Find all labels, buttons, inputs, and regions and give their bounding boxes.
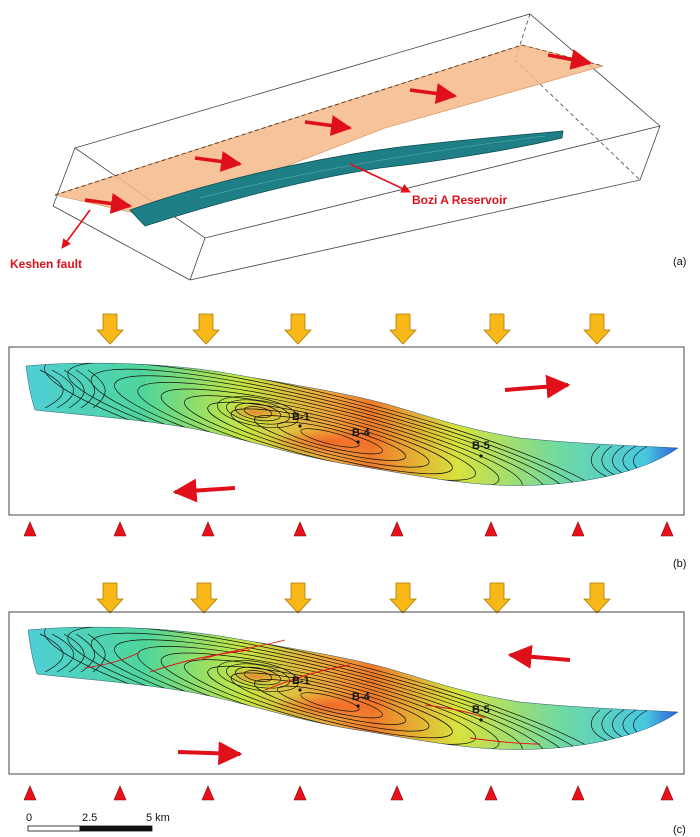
contour-line — [590, 709, 611, 743]
compression-arrow — [583, 582, 611, 614]
panel-b-structure-map: B-1 B-4 B-5 (b) — [8, 313, 686, 570]
contour-line — [87, 633, 106, 673]
panel-b-label: (b) — [673, 558, 686, 570]
contour-line — [277, 685, 383, 719]
contour-line — [184, 395, 476, 481]
panel-b-slip-arrows — [172, 374, 571, 503]
basal-triangle — [484, 785, 498, 801]
basal-triangle — [23, 521, 37, 537]
compression-arrow — [389, 313, 417, 345]
compression-arrow — [284, 313, 312, 345]
contour-line — [226, 399, 290, 425]
contour-line — [39, 369, 64, 409]
panel-c-label: (c) — [673, 824, 686, 836]
contour-line — [243, 670, 273, 682]
panel-b-basal-triangles — [23, 521, 674, 537]
panel-b-compression-arrows — [96, 313, 611, 345]
compression-arrow — [96, 313, 124, 345]
contour-line — [234, 402, 282, 422]
contour-line — [63, 633, 85, 673]
contour-line — [207, 665, 453, 739]
compression-arrow — [96, 582, 124, 614]
contour-line — [590, 445, 611, 479]
panel-b-well-b1-label: B-1 — [292, 411, 310, 423]
panel-c-well-b5-label: B-5 — [472, 704, 490, 716]
scale-tick-0: 0 — [26, 812, 32, 824]
compression-arrow — [483, 582, 511, 614]
panel-c-structure-map: B-1 B-4 B-5 (c) — [8, 582, 686, 836]
compression-arrow — [389, 582, 417, 614]
contour-line — [217, 660, 299, 692]
basal-triangle — [660, 521, 674, 537]
panel-b-reservoir-map — [25, 362, 679, 486]
contour-line — [51, 633, 74, 673]
panel-c-frame — [8, 611, 685, 775]
contour-line — [207, 401, 453, 475]
contour-line — [75, 633, 95, 673]
fault-slip-arrows — [84, 49, 593, 214]
contour-line — [300, 428, 360, 448]
block-wireframe — [52, 13, 661, 281]
basal-triangle — [484, 521, 498, 537]
bozi-a-reservoir-label: Bozi A Reservoir — [412, 193, 507, 207]
panel-c-well-b1-label: B-1 — [292, 675, 310, 687]
scale-bar: 0 2.5 5 km — [26, 812, 170, 832]
basal-triangle — [23, 785, 37, 801]
contour-line — [300, 692, 360, 712]
contour-line — [217, 396, 299, 428]
basal-triangle — [113, 785, 127, 801]
basal-triangle — [390, 521, 404, 537]
reservoir-callout-arrow — [349, 163, 411, 193]
panel-b-well-b5-label: B-5 — [472, 440, 490, 452]
basal-triangle — [571, 521, 585, 537]
contour-line — [277, 421, 383, 455]
keshen-fault-callout-arrow — [61, 209, 91, 249]
fault-upper-dashed-edge — [54, 44, 523, 196]
keshen-fault-label: Keshen fault — [10, 257, 82, 271]
basal-triangle — [201, 521, 215, 537]
compression-arrow — [284, 582, 312, 614]
panel-a-label: (a) — [673, 256, 686, 268]
contour-line — [234, 666, 282, 686]
bozi-a-reservoir-body — [129, 130, 564, 227]
panel-c-fault-traces — [84, 639, 541, 745]
contour-line — [87, 369, 106, 409]
basal-triangle — [293, 785, 307, 801]
scale-tick-5km: 5 km — [146, 812, 170, 824]
panel-b-wells: B-1 B-4 B-5 — [292, 411, 490, 458]
compression-arrow — [190, 582, 218, 614]
basal-triangle — [201, 785, 215, 801]
basal-triangle — [293, 521, 307, 537]
contour-line — [243, 406, 273, 418]
basal-triangle — [390, 785, 404, 801]
contour-line — [226, 663, 290, 689]
panel-a-block-diagram: Keshen fault Bozi A Reservoir (a) — [10, 13, 686, 281]
panel-c-well-b4-label: B-4 — [352, 691, 371, 703]
panel-c-slip-arrows — [177, 644, 571, 766]
keshen-fault-plane — [53, 44, 605, 221]
basal-triangle — [113, 521, 127, 537]
compression-arrow — [583, 313, 611, 345]
panel-c-wells: B-1 B-4 B-5 — [292, 675, 490, 722]
basal-triangle — [571, 785, 585, 801]
contour-line — [39, 633, 64, 673]
panel-b-well-b4-label: B-4 — [352, 427, 371, 439]
contour-line — [75, 369, 95, 409]
panel-b-frame — [8, 346, 685, 516]
compression-arrow — [192, 313, 220, 345]
contour-line — [63, 369, 85, 409]
basal-triangle — [660, 785, 674, 801]
panel-c-compression-arrows — [96, 582, 611, 614]
compression-arrow — [483, 313, 511, 345]
panel-c-basal-triangles — [23, 785, 674, 801]
scale-tick-2-5: 2.5 — [82, 812, 97, 824]
contour-line — [51, 369, 74, 409]
